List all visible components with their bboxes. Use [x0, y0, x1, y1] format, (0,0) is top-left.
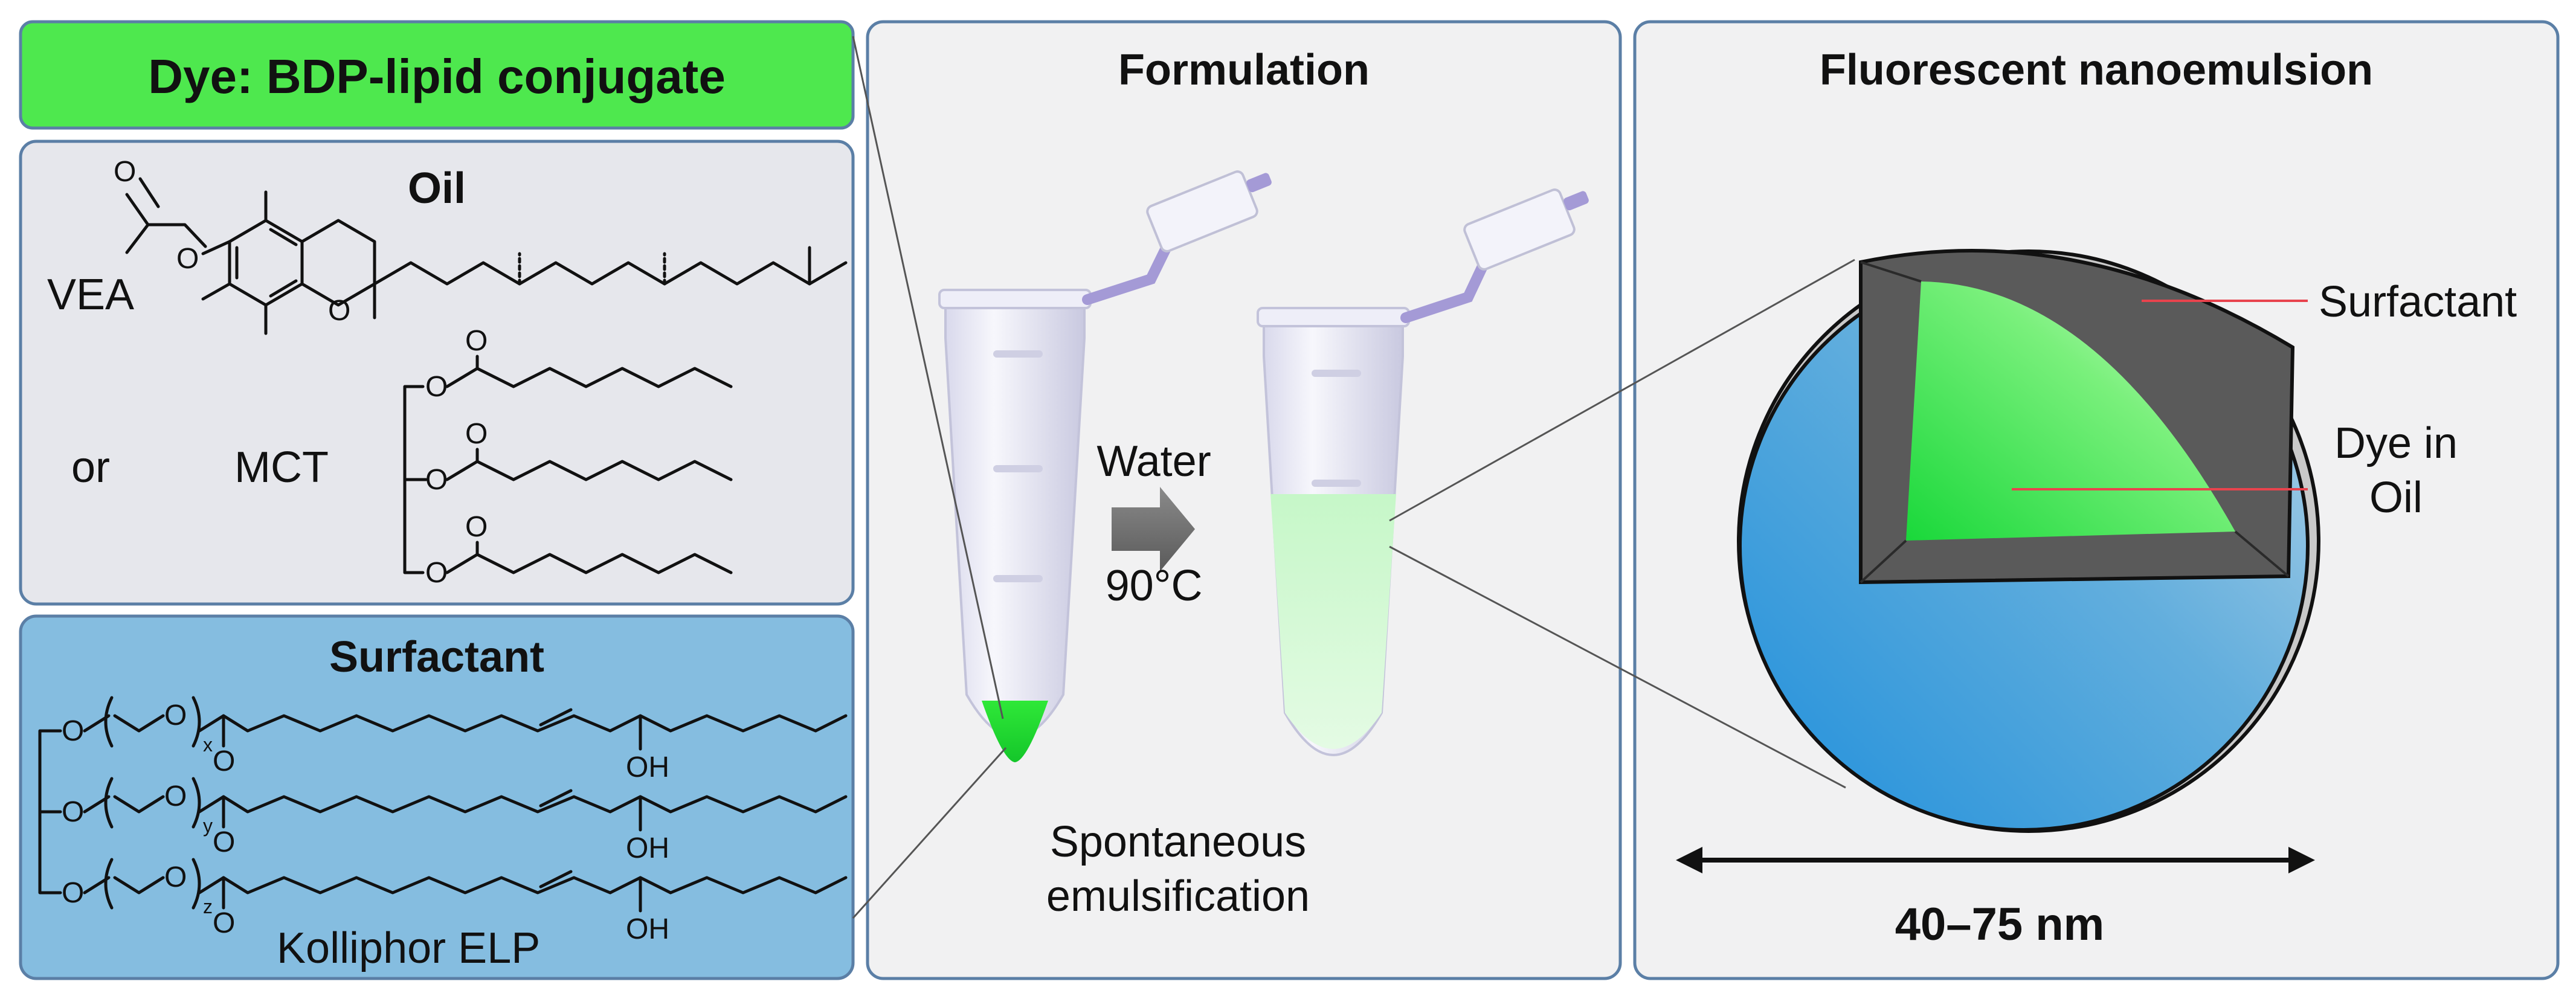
core-callout-line2: Oil: [2369, 474, 2423, 522]
surfactant-callout: Surfactant: [2319, 278, 2517, 326]
nanoemulsion-panel: Fluorescent nanoemulsion Surfactant Dye …: [1633, 20, 2560, 980]
acetate-carbonyl-o: O: [114, 156, 136, 188]
formulation-panel: Formulation Water 90°C: [866, 20, 1622, 980]
zoom-line-upper: [1389, 259, 1855, 522]
carbonyl-o-2: O: [213, 826, 235, 858]
tube-emulsion: [1257, 188, 1589, 756]
process-arrow: [1112, 487, 1195, 571]
tube-dye-only: [938, 170, 1272, 762]
hydroxyl-3: OH: [626, 913, 669, 945]
formulation-title: Formulation: [1118, 46, 1370, 94]
oil-panel-title: Oil: [408, 164, 466, 213]
surfactant-to-tube-line: [852, 747, 1007, 919]
peg-subscript-y: y: [203, 815, 213, 837]
mct-carbonyl-o-2: O: [465, 418, 488, 450]
peg-o-2b: O: [164, 780, 187, 812]
mct-carbonyl-o-1: O: [465, 325, 488, 357]
hydroxyl-2: OH: [626, 832, 669, 864]
dye-droplet: [982, 701, 1048, 762]
peg-subscript-x: x: [203, 734, 213, 756]
process-label-line2: emulsification: [1046, 872, 1310, 921]
peg-subscript-z: z: [203, 896, 213, 917]
peg-o-2a: O: [62, 796, 84, 828]
dye-to-tube-line: [852, 36, 1004, 719]
peg-o-3b: O: [164, 861, 187, 893]
peg-o-1a: O: [62, 715, 84, 747]
dye-oil-core: [1906, 281, 2235, 541]
carbonyl-o-3: O: [213, 907, 235, 939]
zoom-line-lower: [1389, 545, 1846, 789]
process-label-line1: Spontaneous: [1050, 818, 1306, 866]
nanodroplet-cutaway: [1737, 249, 2320, 833]
size-arrow: [1676, 847, 2315, 873]
mct-carbonyl-o-3: O: [465, 511, 488, 543]
dye-panel: Dye: BDP-lipid conjugate: [19, 20, 855, 130]
peg-o-3a: O: [62, 877, 84, 909]
vea-structure: O O O: [114, 156, 848, 335]
surfactant-panel: Surfactant Kolliphor ELP O O x O OH O O: [19, 614, 855, 980]
surfactant-panel-title: Surfactant: [329, 633, 544, 681]
water-label: Water: [1096, 437, 1211, 486]
core-callout-line1: Dye in: [2334, 419, 2458, 468]
carbonyl-o-1: O: [213, 745, 235, 777]
or-label: or: [71, 443, 110, 492]
oil-panel: Oil VEA or MCT O O O: [19, 140, 855, 606]
connector-lines: [852, 36, 1855, 919]
kolliphor-label: Kolliphor ELP: [277, 924, 540, 972]
mct-ester-o-2: O: [425, 464, 448, 496]
mct-ester-o-1: O: [425, 371, 448, 403]
mct-ester-o-3: O: [425, 557, 448, 589]
vea-label: VEA: [47, 271, 134, 319]
hydroxyl-1: OH: [626, 751, 669, 783]
kolliphor-structure: O O x O OH O O y O OH: [38, 696, 848, 945]
mct-structure: O O O O O O: [403, 325, 733, 589]
emulsion-liquid: [1270, 494, 1396, 749]
peg-o-1b: O: [164, 699, 187, 731]
dye-panel-title: Dye: BDP-lipid conjugate: [148, 50, 726, 103]
temperature-label: 90°C: [1106, 562, 1203, 610]
chromanol-o: O: [328, 295, 350, 327]
nanoemulsion-title: Fluorescent nanoemulsion: [1820, 46, 2373, 94]
mct-label: MCT: [234, 443, 329, 492]
size-label: 40–75 nm: [1895, 899, 2104, 950]
acetate-ester-o: O: [176, 243, 199, 275]
